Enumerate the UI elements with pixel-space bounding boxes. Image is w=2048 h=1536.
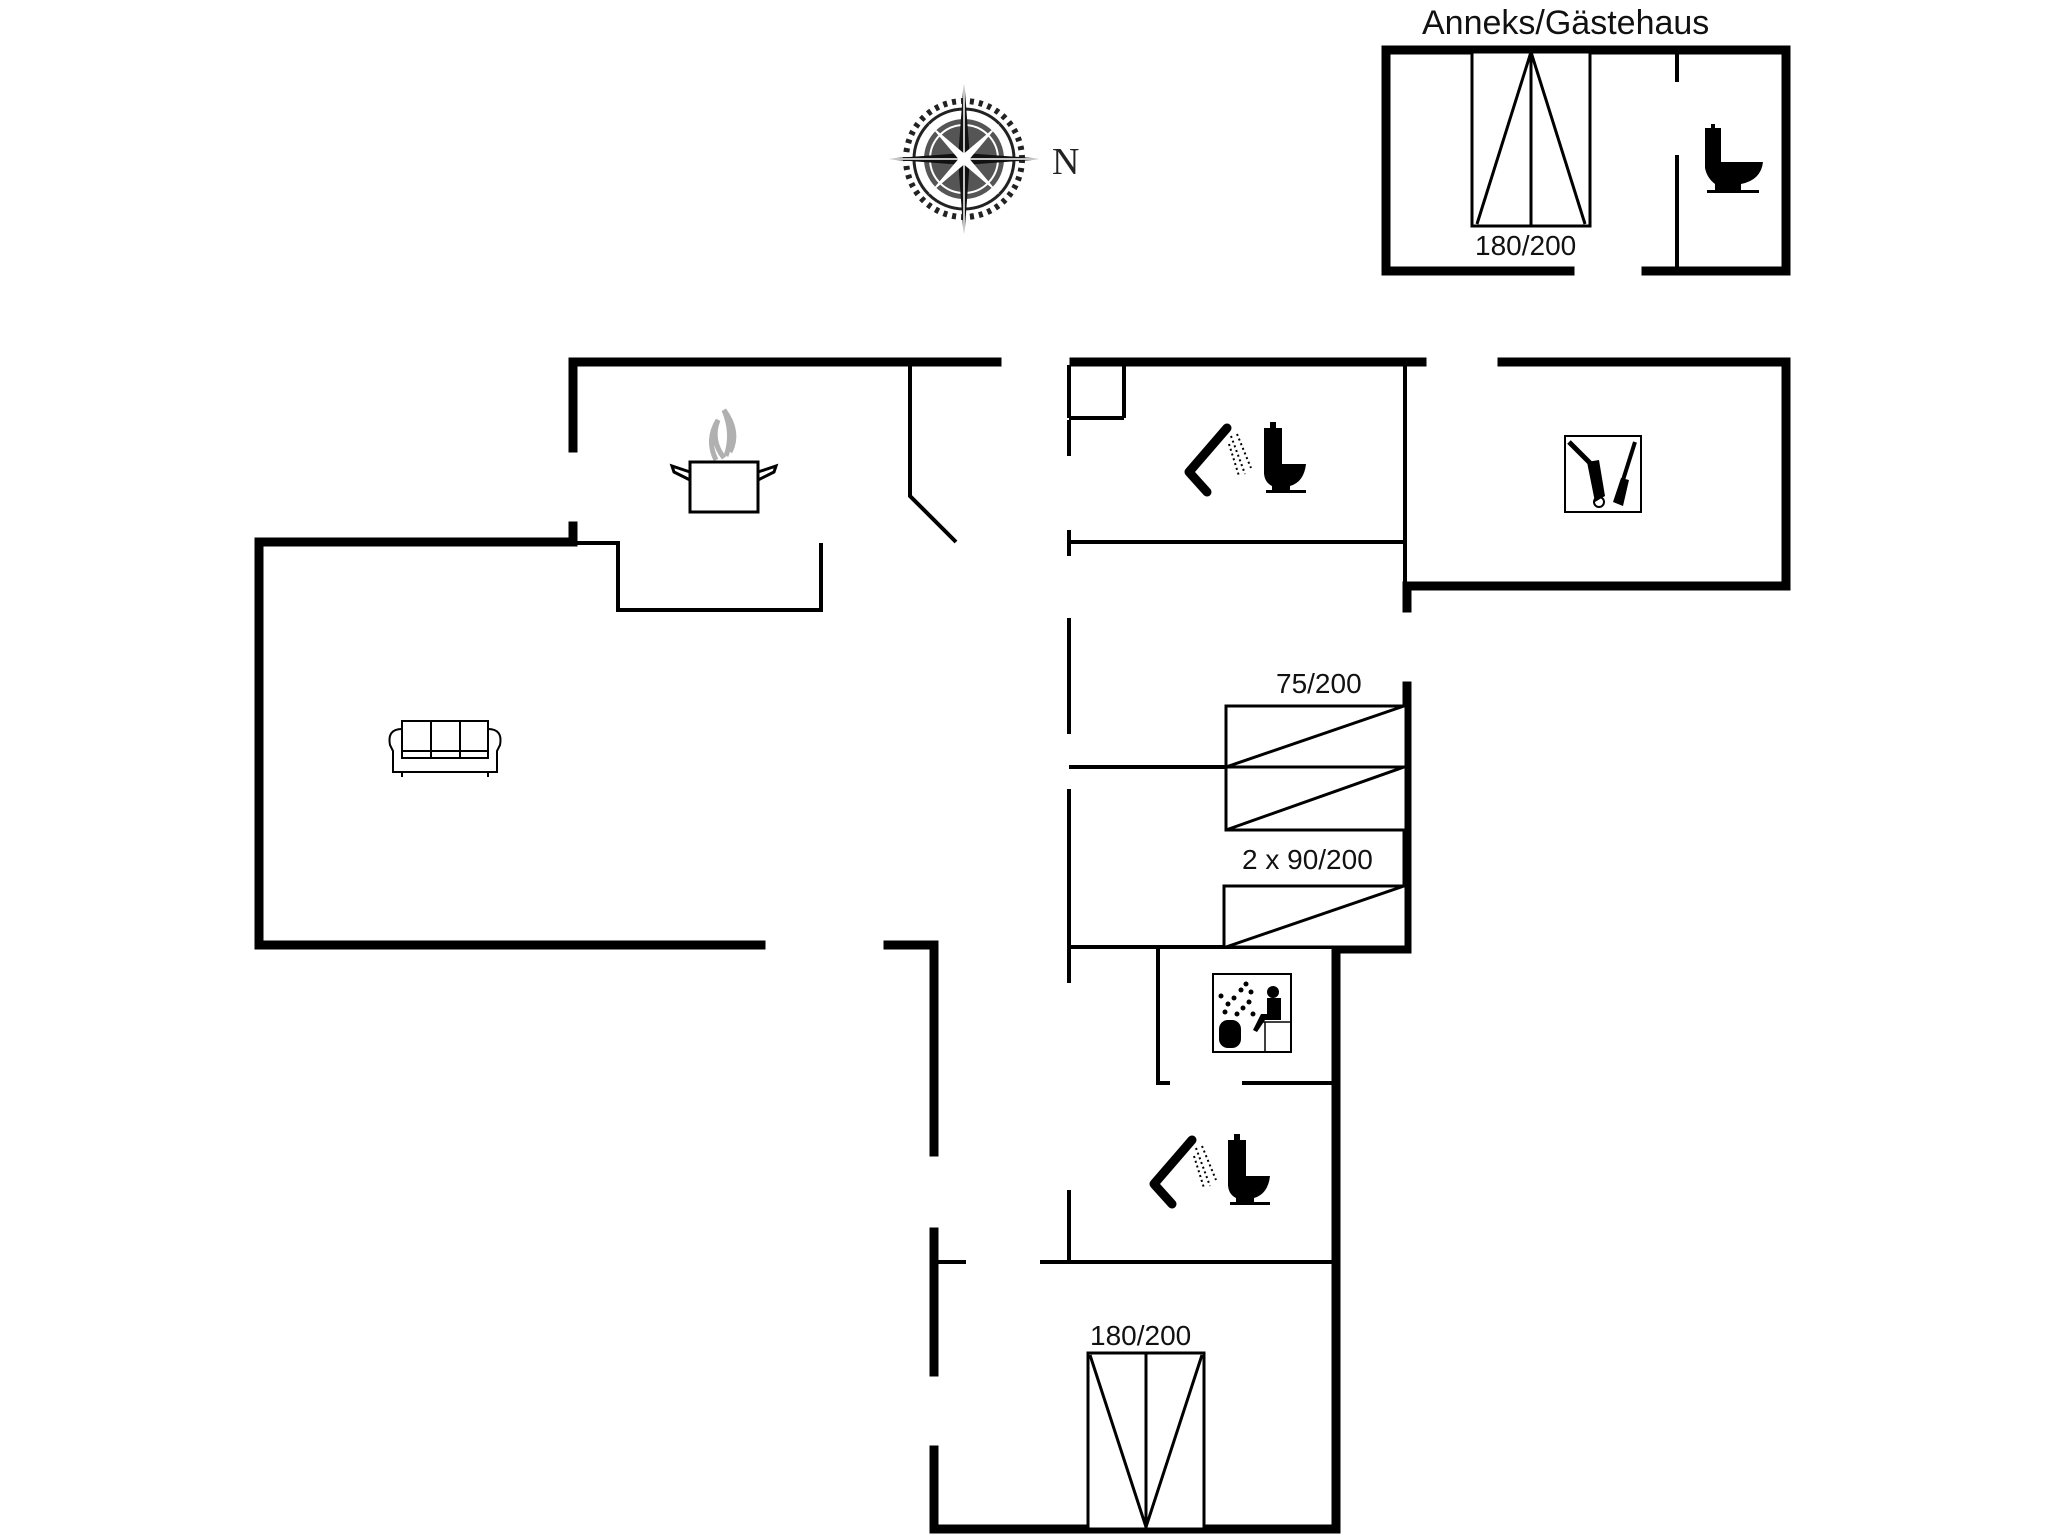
single-bed-90-icon xyxy=(1222,884,1408,949)
sofa-icon xyxy=(388,720,502,777)
bed-label-2x90: 2 x 90/200 xyxy=(1242,844,1373,875)
single-bed-75-icon xyxy=(1224,704,1408,832)
main-house-walls xyxy=(254,357,1791,1534)
cooking-pot-icon xyxy=(669,408,779,514)
toilet-icon xyxy=(1705,124,1763,193)
interior-walls xyxy=(573,362,1407,1264)
annex-bed-label: 180/200 xyxy=(1475,230,1577,261)
bed-label-180: 180/200 xyxy=(1090,1320,1192,1351)
double-bed-icon xyxy=(1086,1351,1206,1531)
sauna-icon xyxy=(1212,973,1292,1053)
toilet-icon xyxy=(1228,1134,1270,1205)
compass-rose-icon xyxy=(882,77,1046,241)
double-bed-icon xyxy=(1470,50,1592,228)
annex-title: Anneks/Gästehaus xyxy=(1422,4,1710,42)
toilet-icon xyxy=(1264,422,1306,493)
shower-icon xyxy=(1184,423,1252,497)
bed-label-75: 75/200 xyxy=(1276,668,1362,699)
annex-building xyxy=(1381,45,1791,276)
shower-icon xyxy=(1149,1135,1217,1209)
vacuum-broom-icon xyxy=(1564,435,1642,513)
north-label: N xyxy=(1052,141,1080,183)
